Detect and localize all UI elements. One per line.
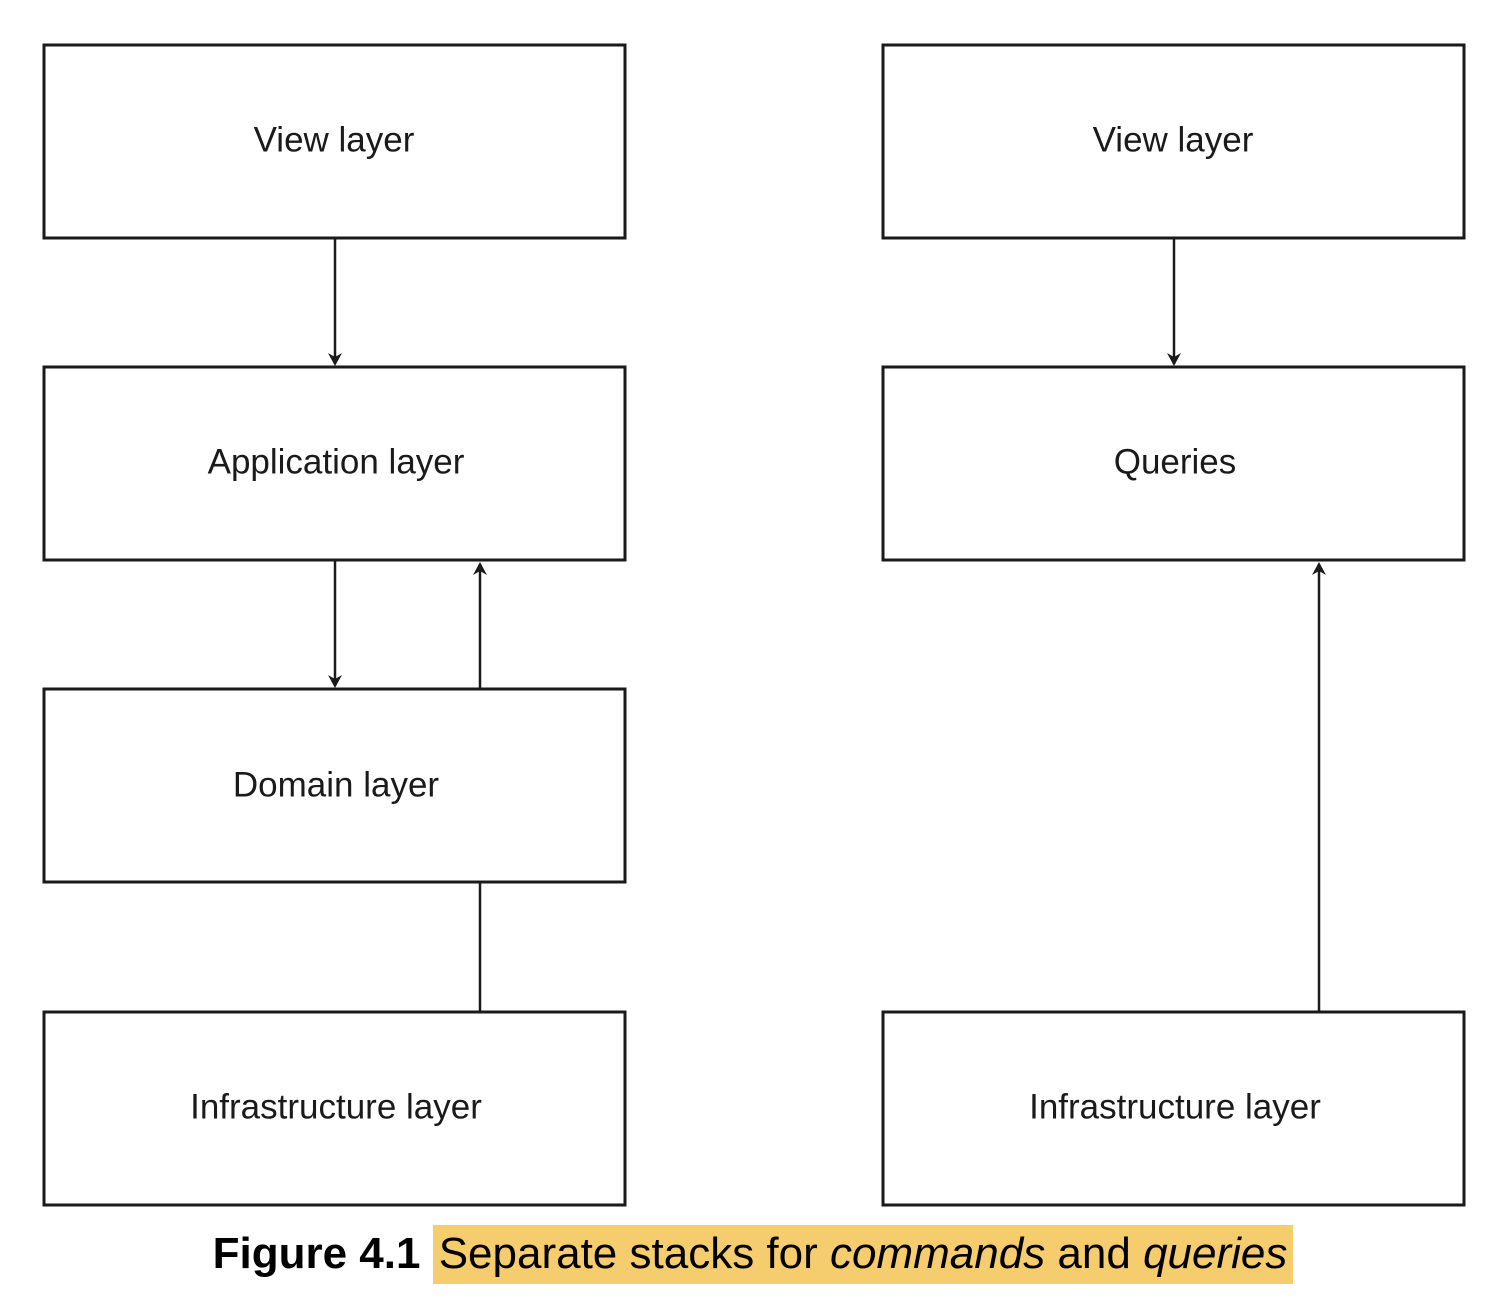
right-view-layer-box: View layer (881, 43, 1466, 240)
caption-emphasis-commands: commands (830, 1229, 1046, 1278)
figure-caption: Figure 4.1 Separate stacks for commands … (0, 1222, 1506, 1286)
left-view-layer-box: View layer (42, 43, 627, 240)
query-stack: View layer Queries Infrastructure layer (881, 43, 1466, 1207)
right-queries-box: Queries (881, 365, 1466, 562)
left-infrastructure-layer-label: Infrastructure layer (190, 1087, 482, 1126)
architecture-diagram: View layer Application layer Domain laye… (42, 43, 1466, 1207)
left-application-layer-label: Application layer (208, 442, 465, 481)
right-queries-label: Queries (1114, 442, 1237, 481)
left-view-layer-label: View layer (254, 120, 415, 159)
right-infrastructure-layer-label: Infrastructure layer (1029, 1087, 1321, 1126)
caption-text-1: Separate stacks for (438, 1229, 830, 1278)
figure-number: Figure 4.1 (212, 1229, 421, 1278)
right-infrastructure-layer-box: Infrastructure layer (881, 1010, 1466, 1207)
caption-text-2: and (1045, 1229, 1144, 1278)
left-domain-layer-box: Domain layer (42, 687, 627, 884)
command-stack: View layer Application layer Domain laye… (42, 43, 627, 1207)
left-domain-layer-label: Domain layer (233, 765, 440, 804)
caption-emphasis-queries: queries (1143, 1229, 1288, 1278)
caption-highlight: Separate stacks for commands and queries (432, 1225, 1294, 1284)
right-view-layer-label: View layer (1093, 120, 1254, 159)
left-infrastructure-layer-box: Infrastructure layer (42, 1010, 627, 1207)
left-application-layer-box: Application layer (42, 365, 627, 562)
